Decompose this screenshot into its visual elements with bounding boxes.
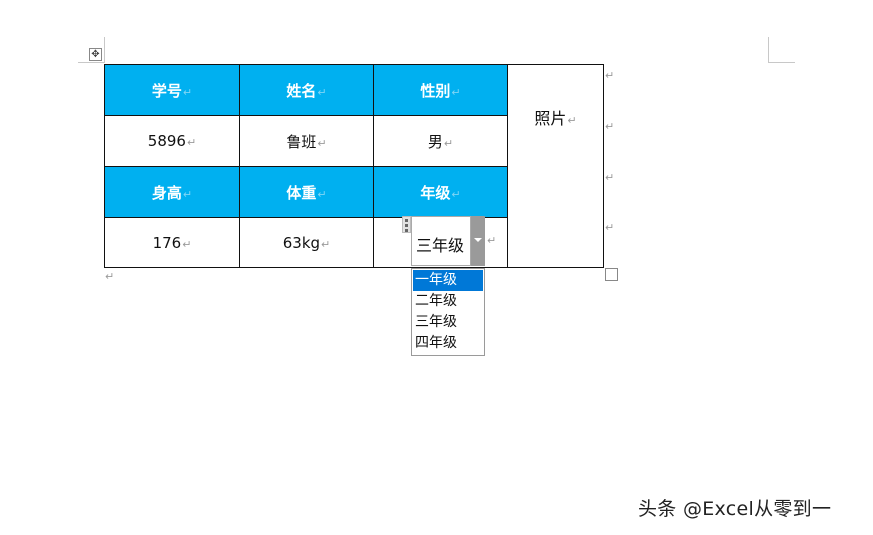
value-cell-name[interactable]: 鲁班↵ <box>239 115 374 167</box>
table-row: 176↵ 63kg↵ <box>104 217 604 268</box>
table-resize-handle[interactable] <box>605 268 618 281</box>
student-info-table: 学号↵ 姓名↵ 性别↵ 照片↵ 5896↵ 鲁班↵ 男↵ 身高↵ 体重↵ 年级↵… <box>104 64 604 268</box>
content-control-handle-icon[interactable] <box>402 216 411 233</box>
row-end-mark: ↵ <box>605 120 615 133</box>
row-end-mark: ↵ <box>605 221 615 234</box>
value-cell-weight[interactable]: 63kg↵ <box>239 217 374 268</box>
header-cell-student-id[interactable]: 学号↵ <box>104 64 240 116</box>
source-watermark: 头条 @Excel从零到一 <box>638 498 832 520</box>
paragraph-mark: ↵ <box>105 270 115 283</box>
header-cell-grade[interactable]: 年级↵ <box>373 166 508 218</box>
grade-dropdown-list: 一年级 二年级 三年级 四年级 <box>411 268 485 356</box>
value-cell-height[interactable]: 176↵ <box>104 217 240 268</box>
header-cell-weight[interactable]: 体重↵ <box>239 166 374 218</box>
page-corner-mark <box>768 62 795 63</box>
dropdown-arrow-button[interactable] <box>471 216 485 266</box>
value-cell-gender[interactable]: 男↵ <box>373 115 508 167</box>
table-row: 5896↵ 鲁班↵ 男↵ <box>104 115 604 167</box>
row-end-mark: ↵ <box>605 171 615 184</box>
row-end-mark: ↵ <box>605 69 615 82</box>
value-cell-student-id[interactable]: 5896↵ <box>104 115 240 167</box>
chevron-down-icon <box>474 238 482 242</box>
table-move-handle-icon[interactable]: ✥ <box>89 48 102 61</box>
page-corner-mark <box>768 37 769 63</box>
header-cell-name[interactable]: 姓名↵ <box>239 64 374 116</box>
page-corner-mark <box>104 37 105 63</box>
table-row: 学号↵ 姓名↵ 性别↵ 照片↵ <box>104 64 604 268</box>
dropdown-option[interactable]: 四年级 <box>415 335 457 351</box>
header-cell-height[interactable]: 身高↵ <box>104 166 240 218</box>
grade-dropdown-control[interactable] <box>411 216 471 266</box>
dropdown-option[interactable]: 二年级 <box>415 293 457 309</box>
page-corner-mark <box>78 62 104 63</box>
grade-dropdown-value[interactable]: 三年级 <box>416 236 465 255</box>
photo-cell[interactable]: 照片↵ <box>507 64 604 268</box>
dropdown-option[interactable]: 一年级 <box>413 270 483 291</box>
header-cell-gender[interactable]: 性别↵ <box>373 64 508 116</box>
dropdown-option[interactable]: 三年级 <box>415 314 457 330</box>
paragraph-mark: ↵ <box>487 234 497 247</box>
